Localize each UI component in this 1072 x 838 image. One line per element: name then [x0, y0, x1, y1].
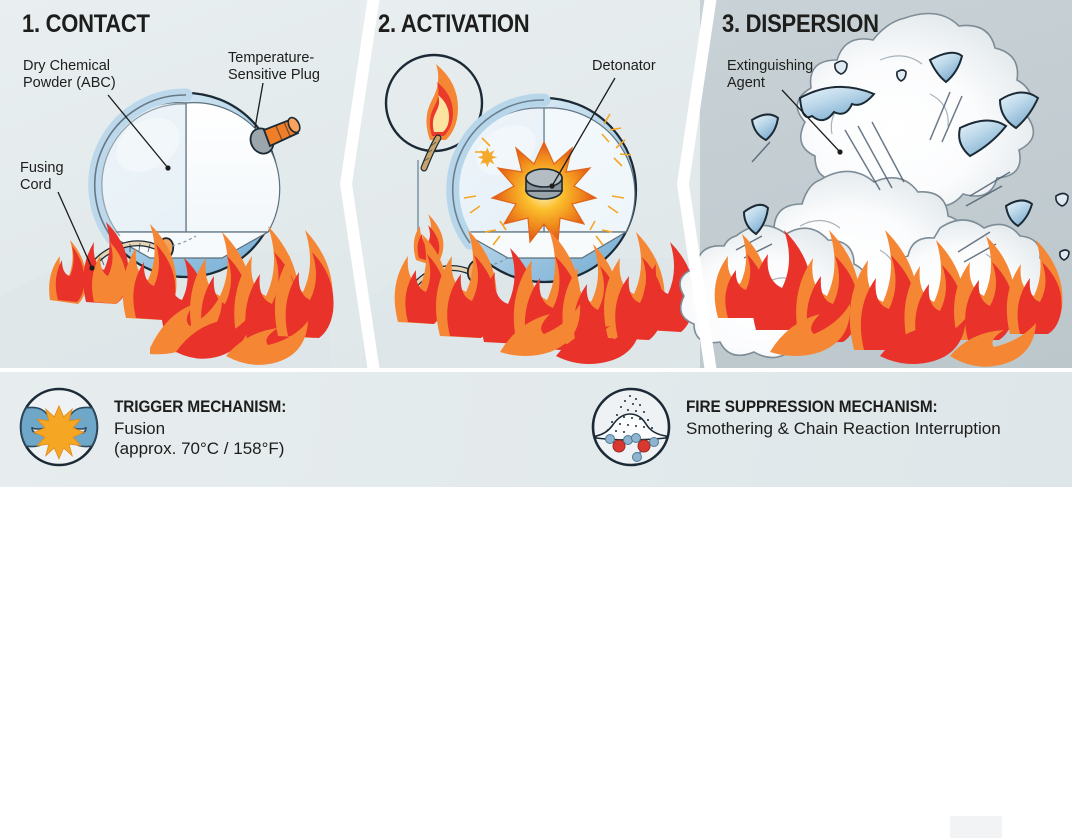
panels-container: 1. CONTACT 2. ACTIVATION 3. DISPERSION D… [0, 0, 1072, 368]
label-fusing-cord: Fusing Cord [20, 160, 64, 193]
label-line: Fusing [20, 160, 64, 176]
leader-lines-contact [57, 82, 264, 271]
panel2-art [362, 53, 700, 368]
trigger-line-1: Fusion [114, 419, 166, 438]
illustration-layer [0, 12, 1070, 368]
panel-title-contact: 1. CONTACT [22, 10, 150, 38]
label-line: Temperature- [228, 50, 315, 66]
label-line: Powder (ABC) [23, 74, 116, 91]
label-line: Dry Chemical [23, 58, 111, 74]
powder-molecule-icon [591, 387, 671, 467]
footer-bar: TRIGGER MECHANISM: Fusion (approx. 70°C … [0, 368, 1072, 838]
match-inset [384, 53, 484, 172]
panel-title-dispersion: 3. DISPERSION [722, 10, 879, 38]
suppression-line-1: Smothering & Chain Reaction Interruption [686, 419, 1001, 438]
small-fragments [834, 60, 1070, 261]
suppression-text-block: FIRE SUPPRESSION MECHANISM: Smothering &… [686, 386, 1001, 439]
footer-trigger-mechanism: TRIGGER MECHANISM: Fusion (approx. 70°C … [18, 386, 299, 468]
temperature-sensitive-plug-art [249, 116, 301, 155]
motion-streaks [735, 91, 1011, 263]
trigger-text-block: TRIGGER MECHANISM: Fusion (approx. 70°C … [114, 386, 299, 459]
trigger-heading: TRIGGER MECHANISM: [114, 398, 287, 416]
flames-contact [49, 222, 334, 365]
label-dry-chemical-powder: Dry Chemical Powder (ABC) [23, 58, 116, 91]
label-line: Extinguishing [727, 58, 814, 74]
leader-line-detonator [549, 77, 616, 189]
label-line: Agent [727, 74, 765, 91]
fusion-icon [19, 387, 99, 467]
detonator-burst [463, 113, 632, 246]
panel-title-activation: 2. ACTIVATION [378, 10, 530, 38]
flames-dispersion [714, 230, 1063, 367]
image-artifact [950, 816, 1002, 838]
panel1-art [0, 82, 334, 368]
label-detonator: Detonator [592, 58, 656, 75]
flames-activation [394, 230, 695, 364]
label-extinguishing-agent: Extinguishing Agent [727, 58, 813, 91]
panel3-art [679, 12, 1070, 367]
label-temperature-sensitive-plug: Temperature- Sensitive Plug [228, 50, 320, 83]
footer-suppression-mechanism: FIRE SUPPRESSION MECHANISM: Smothering &… [590, 386, 1001, 468]
suppression-heading: FIRE SUPPRESSION MECHANISM: [686, 398, 938, 416]
leader-line-agent [781, 89, 843, 155]
label-line: Detonator [592, 58, 656, 74]
trigger-line-2: (approx. 70°C / 158°F) [114, 439, 285, 458]
label-line: Sensitive Plug [228, 66, 320, 83]
label-line: Cord [20, 176, 52, 193]
